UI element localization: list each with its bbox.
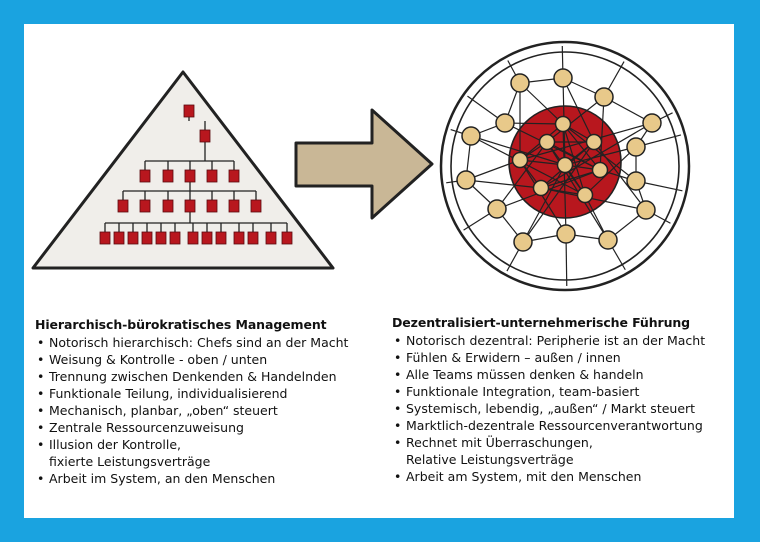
org-unit-box [250,199,262,213]
list-item-text: Marktlich-dezentrale Ressourcenverantwor… [406,418,703,433]
org-unit-box [117,199,129,213]
list-item-text: Zentrale Ressourcenzuweisung [49,420,244,435]
list-item-text: Funktionale Teilung, individualisierend [49,386,288,401]
network-node [626,137,646,157]
list-item-text: Mechanisch, planbar, „oben“ steuert [49,403,278,418]
list-item-text: Illusion der Kontrolle, [49,437,181,452]
network-core-node [585,133,603,151]
network-node [461,126,481,146]
right-bullet-list: Notorisch dezentral: Peripherie ist an d… [392,332,705,485]
right-list-item: Notorisch dezentral: Peripherie ist an d… [392,332,705,349]
org-unit-box [206,199,218,213]
list-item-text-continued: fixierte Leistungsverträge [49,454,211,469]
network-core-node [556,156,574,174]
network-node [636,200,656,220]
network-node [553,68,573,88]
list-item-text: Trennung zwischen Denkenden & Handelnden [49,369,337,384]
org-unit-box [169,231,181,245]
left-list-item: Weisung & Kontrolle - oben / unten [35,351,348,368]
org-unit-box [228,169,240,183]
left-column: Hierarchisch-bürokratisches Management N… [35,317,348,487]
network-core-node [591,161,609,179]
list-item-text-continued: Relative Leistungsverträge [406,452,574,467]
network-node [510,73,530,93]
left-list-item: Funktionale Teilung, individualisierend [35,385,348,402]
network-node [513,232,533,252]
left-heading: Hierarchisch-bürokratisches Management [35,317,327,332]
list-item-text: Notorisch hierarchisch: Chefs sind an de… [49,335,349,350]
org-unit-box [99,231,111,245]
left-list-item: Mechanisch, planbar, „oben“ steuert [35,402,348,419]
network-core-node [532,179,550,197]
network-node [642,113,662,133]
org-unit-box [113,231,125,245]
left-bullet-list: Notorisch hierarchisch: Chefs sind an de… [35,334,348,487]
network-node [556,224,576,244]
org-unit-box [183,104,195,118]
org-unit-box [155,231,167,245]
left-list-item: Trennung zwischen Denkenden & Handelnden [35,368,348,385]
list-item-text: Funktionale Integration, team-basiert [406,384,640,399]
left-list-item: Illusion der Kontrolle, fixierte Leistung… [35,436,348,470]
network-core-node [538,133,556,151]
transition-arrow-icon [294,108,434,220]
org-unit-box [228,199,240,213]
list-item-text: Fühlen & Erwidern – außen / innen [406,350,621,365]
list-item-text: Rechnet mit Überraschungen, [406,435,593,450]
left-list-item: Zentrale Ressourcenzuweisung [35,419,348,436]
right-column: Dezentralisiert-unternehmerische Führung… [392,315,705,485]
network-core-node [576,186,594,204]
left-list-item: Arbeit im System, an den Menschen [35,470,348,487]
right-list-item: Rechnet mit Überraschungen, Relative Leis… [392,434,705,468]
network-node [626,171,646,191]
right-list-item: Marktlich-dezentrale Ressourcenverantwor… [392,417,705,434]
org-unit-box [215,231,227,245]
network-node [598,230,618,250]
list-item-text: Arbeit am System, mit den Menschen [406,469,642,484]
network-organization-icon [439,40,691,292]
org-unit-box [206,169,218,183]
right-list-item: Fühlen & Erwidern – außen / innen [392,349,705,366]
network-node [456,170,476,190]
org-unit-box [162,199,174,213]
list-item-text: Alle Teams müssen denken & handeln [406,367,644,382]
org-unit-box [139,199,151,213]
org-unit-box [162,169,174,183]
network-node [495,113,515,133]
network-node [487,199,507,219]
list-item-text: Arbeit im System, an den Menschen [49,471,276,486]
org-unit-box [265,231,277,245]
org-unit-box [247,231,259,245]
right-list-item: Arbeit am System, mit den Menschen [392,468,705,485]
list-item-text: Notorisch dezentral: Peripherie ist an d… [406,333,706,348]
org-unit-box [127,231,139,245]
org-unit-box [201,231,213,245]
org-unit-box [184,199,196,213]
org-unit-box [281,231,293,245]
org-unit-box [184,169,196,183]
org-unit-box [187,231,199,245]
right-heading: Dezentralisiert-unternehmerische Führung [392,315,691,330]
network-node [594,87,614,107]
org-unit-box [233,231,245,245]
left-list-item: Notorisch hierarchisch: Chefs sind an de… [35,334,348,351]
network-core-node [554,115,572,133]
hierarchy-pyramid-icon [31,70,335,270]
right-list-item: Systemisch, lebendig, „außen“ / Markt st… [392,400,705,417]
right-list-item: Alle Teams müssen denken & handeln [392,366,705,383]
list-item-text: Systemisch, lebendig, „außen“ / Markt st… [406,401,696,416]
org-unit-box [199,129,211,143]
right-list-item: Funktionale Integration, team-basiert [392,383,705,400]
list-item-text: Weisung & Kontrolle - oben / unten [49,352,268,367]
org-unit-box [141,231,153,245]
network-core-node [511,151,529,169]
org-unit-box [139,169,151,183]
